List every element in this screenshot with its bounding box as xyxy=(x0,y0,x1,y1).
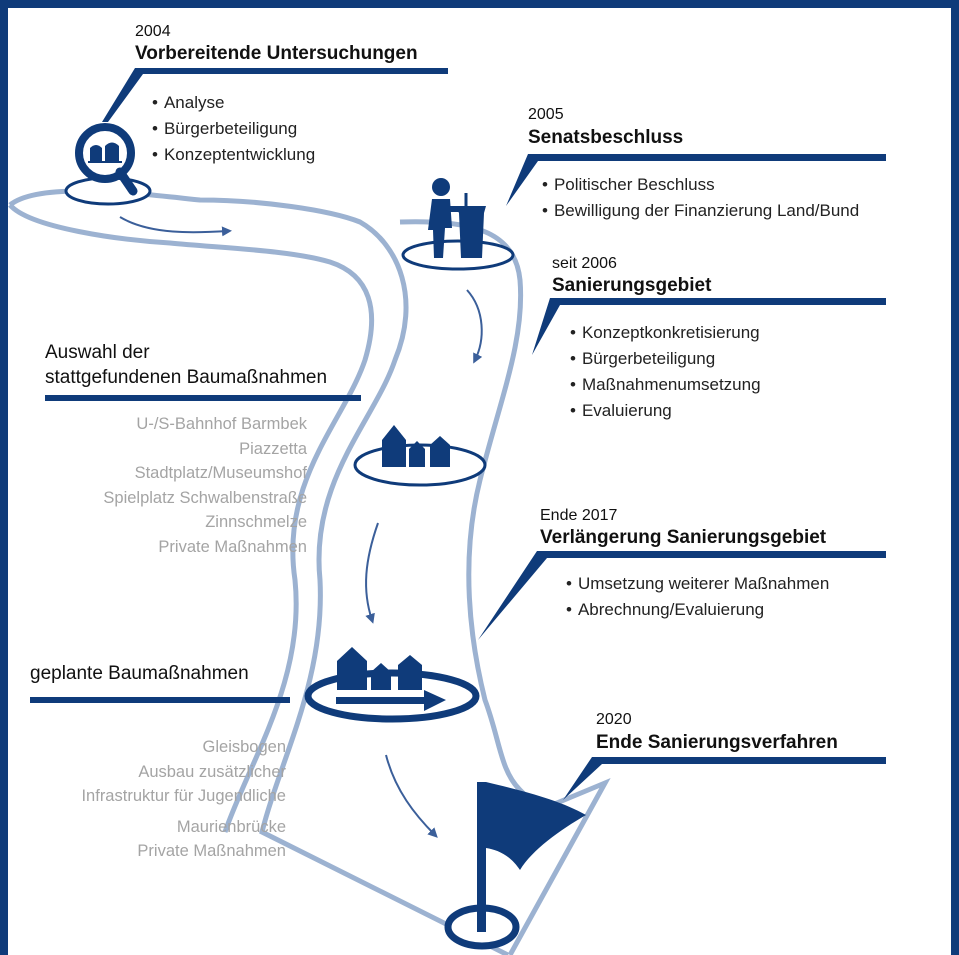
list-item: Bürgerbeteiligung xyxy=(152,116,315,142)
planned-underline xyxy=(30,697,290,703)
list-item: Analyse xyxy=(152,90,315,116)
road-edge-inner xyxy=(8,203,374,833)
list-item: Infrastruktur für Jugendliche xyxy=(81,787,286,805)
stage-year-ende-2017: Ende 2017 xyxy=(540,507,618,524)
planned-heading: geplante Baumaßnahmen xyxy=(30,663,249,684)
list-item: Bürgerbeteiligung xyxy=(570,346,761,372)
stage-3-list: Konzeptkonkretisierung Bürgerbeteiligung… xyxy=(570,320,761,424)
list-item: Konzeptentwicklung xyxy=(152,142,315,168)
magnifier-house-icon xyxy=(64,123,152,206)
flow-arrow-4 xyxy=(385,754,438,838)
stage-2-list: Politischer Beschluss Bewilligung der Fi… xyxy=(542,172,859,224)
houses-arrow-icon xyxy=(304,647,480,723)
frame-top xyxy=(0,0,959,8)
list-item: U-/S-Bahnhof Barmbek xyxy=(136,415,307,433)
list-item: Private Maßnahmen xyxy=(158,537,307,556)
flow-arrow-2 xyxy=(466,289,483,364)
frame-right xyxy=(951,0,959,955)
list-item: Maßnahmenumsetzung xyxy=(570,372,761,398)
list-item: Konzeptkonkretisierung xyxy=(570,320,761,346)
list-item: Piazzetta xyxy=(239,439,307,458)
list-item: Abrechnung/Evaluierung xyxy=(566,597,829,623)
completed-underline xyxy=(45,395,361,401)
list-item: Zinnschmelze xyxy=(205,513,307,531)
list-item: Gleisbogen xyxy=(202,738,286,756)
completed-heading-line1: Auswahl der xyxy=(45,342,150,363)
planned-list: Gleisbogen Ausbau zusätzlicher Infrastru… xyxy=(81,735,286,864)
list-item: Politischer Beschluss xyxy=(542,172,859,198)
list-item: Stadtplatz/Museumshof xyxy=(134,464,307,482)
road-edge-right xyxy=(399,219,542,812)
road-edge-flag xyxy=(507,777,611,955)
frame-left xyxy=(0,0,8,955)
road-edge-outer xyxy=(8,188,510,955)
stage-1-list: Analyse Bürgerbeteiligung Konzeptentwick… xyxy=(152,90,315,168)
list-item: Bewilligung der Finanzierung Land/Bund xyxy=(542,198,859,224)
houses-icon xyxy=(353,425,487,487)
completed-heading-line2: stattgefundenen Baumaßnahmen xyxy=(45,367,328,388)
flag-icon xyxy=(444,782,586,950)
flow-arrow-3 xyxy=(365,522,379,624)
stage-year-2004: 2004 xyxy=(135,23,171,40)
stage-title-senatsbeschluss: Senatsbeschluss xyxy=(528,127,684,148)
callout-pointer-1 xyxy=(102,68,448,122)
stage-year-2005: 2005 xyxy=(528,106,564,123)
stage-title-verlaengerung-sanierungsgebiet: Verlängerung Sanierungsgebiet xyxy=(540,527,827,548)
stage-year-2020: 2020 xyxy=(596,711,632,728)
completed-list: U-/S-Bahnhof Barmbek Piazzetta Stadtplat… xyxy=(103,412,307,559)
stage-4-list: Umsetzung weiterer Maßnahmen Abrechnung/… xyxy=(566,571,829,623)
list-item: Spielplatz Schwalbenstraße xyxy=(103,488,307,507)
list-item: Ausbau zusätzlicher xyxy=(138,762,286,781)
callout-pointer-3 xyxy=(532,298,886,355)
stage-year-seit-2006: seit 2006 xyxy=(552,255,617,272)
list-item: Evaluierung xyxy=(570,398,761,424)
person-ballot-box-icon xyxy=(401,178,515,271)
stage-title-sanierungsgebiet: Sanierungsgebiet xyxy=(552,275,712,296)
flow-arrow-1 xyxy=(119,216,232,237)
list-item: Umsetzung weiterer Maßnahmen xyxy=(566,571,829,597)
list-item: Maurienbrücke xyxy=(176,817,286,836)
list-item: Private Maßnahmen xyxy=(137,842,286,860)
callout-pointer-2 xyxy=(506,154,886,206)
stage-title-ende-sanierungsverfahren: Ende Sanierungsverfahren xyxy=(596,732,838,753)
callout-pointer-5 xyxy=(563,757,886,800)
stage-title-vorbereitende-untersuchungen: Vorbereitende Untersuchungen xyxy=(135,43,418,64)
